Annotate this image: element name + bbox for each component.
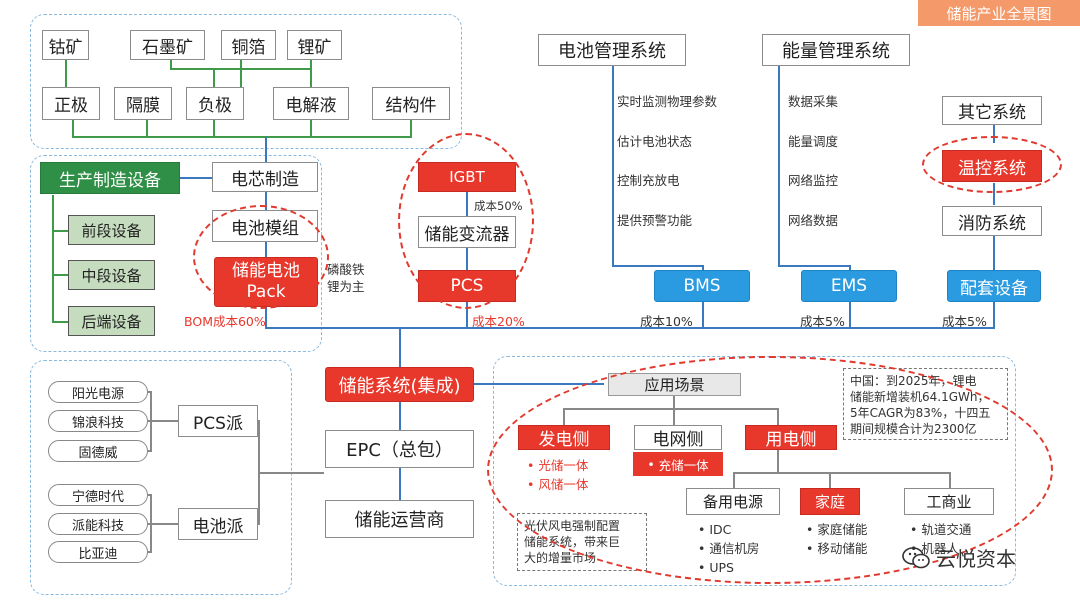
- operator-box: 储能运营商: [325, 500, 474, 538]
- material-graphite: 石墨矿: [130, 30, 205, 60]
- epc-box: EPC（总包）: [325, 430, 474, 468]
- battery-group: 电池派: [178, 508, 258, 540]
- bms-function-4: 提供预警功能: [617, 213, 693, 228]
- company-goodwe: 固德威: [48, 440, 148, 462]
- pcs-cost: 成本20%: [472, 314, 525, 329]
- ems-box: EMS: [801, 270, 897, 302]
- materials-region: [30, 14, 462, 149]
- bms-function-1: 实时监测物理参数: [617, 94, 718, 109]
- ems-function-1: 数据采集: [788, 94, 839, 109]
- fire-system: 消防系统: [942, 206, 1042, 236]
- thermal-highlight: [922, 136, 1062, 193]
- support-cost: 成本5%: [942, 314, 987, 329]
- cell-manufacturing: 电芯制造: [212, 162, 318, 192]
- company-sungrow: 阳光电源: [48, 381, 148, 403]
- watermark-text: 云悦资本: [936, 547, 1016, 571]
- pcs-group: PCS派: [178, 405, 258, 437]
- part-structure: 结构件: [372, 87, 450, 120]
- bms-title: 电池管理系统: [538, 34, 686, 66]
- part-separator: 隔膜: [114, 87, 172, 120]
- support-box: 配套设备: [947, 270, 1041, 302]
- company-byd: 比亚迪: [48, 541, 148, 563]
- material-cobalt: 钴矿: [42, 30, 89, 60]
- part-cathode: 正极: [42, 87, 100, 120]
- part-electrolyte: 电解液: [273, 87, 349, 120]
- equipment-front: 前段设备: [68, 215, 155, 245]
- pack-note-line1: 磷酸铁: [327, 262, 365, 277]
- equipment-back: 后端设备: [68, 306, 155, 336]
- material-copper-foil: 铜箔: [221, 30, 276, 60]
- integrators-region: [30, 360, 292, 595]
- company-catl: 宁德时代: [48, 484, 148, 506]
- bom-cost: BOM成本60%: [184, 314, 266, 329]
- ems-cost: 成本5%: [800, 314, 845, 329]
- pack-highlight: [193, 205, 329, 309]
- bms-box: BMS: [654, 270, 750, 302]
- pcs-highlight: [398, 133, 534, 309]
- scenarios-highlight: [487, 356, 1053, 584]
- wechat-icon: [902, 546, 930, 568]
- equipment-title: 生产制造设备: [40, 162, 180, 194]
- ems-function-3: 网络监控: [788, 173, 839, 188]
- material-lithium: 锂矿: [287, 30, 342, 60]
- other-systems: 其它系统: [942, 96, 1042, 125]
- ems-title: 能量管理系统: [762, 34, 910, 66]
- system-integration: 储能系统(集成): [325, 367, 474, 402]
- ems-function-4: 网络数据: [788, 213, 839, 228]
- company-ginlong: 锦浪科技: [48, 410, 148, 432]
- pack-note-line2: 锂为主: [327, 279, 365, 294]
- bms-cost: 成本10%: [640, 314, 693, 329]
- company-pylon: 派能科技: [48, 513, 148, 535]
- corner-tag: 储能产业全景图: [918, 0, 1080, 26]
- watermark: 云悦资本: [902, 543, 1016, 572]
- ems-function-2: 能量调度: [788, 134, 839, 149]
- bms-function-3: 控制充放电: [617, 173, 680, 188]
- bms-function-2: 估计电池状态: [617, 134, 693, 149]
- pack-note: 磷酸铁 锂为主: [327, 261, 365, 295]
- part-anode: 负极: [186, 87, 244, 120]
- equipment-middle: 中段设备: [68, 260, 155, 290]
